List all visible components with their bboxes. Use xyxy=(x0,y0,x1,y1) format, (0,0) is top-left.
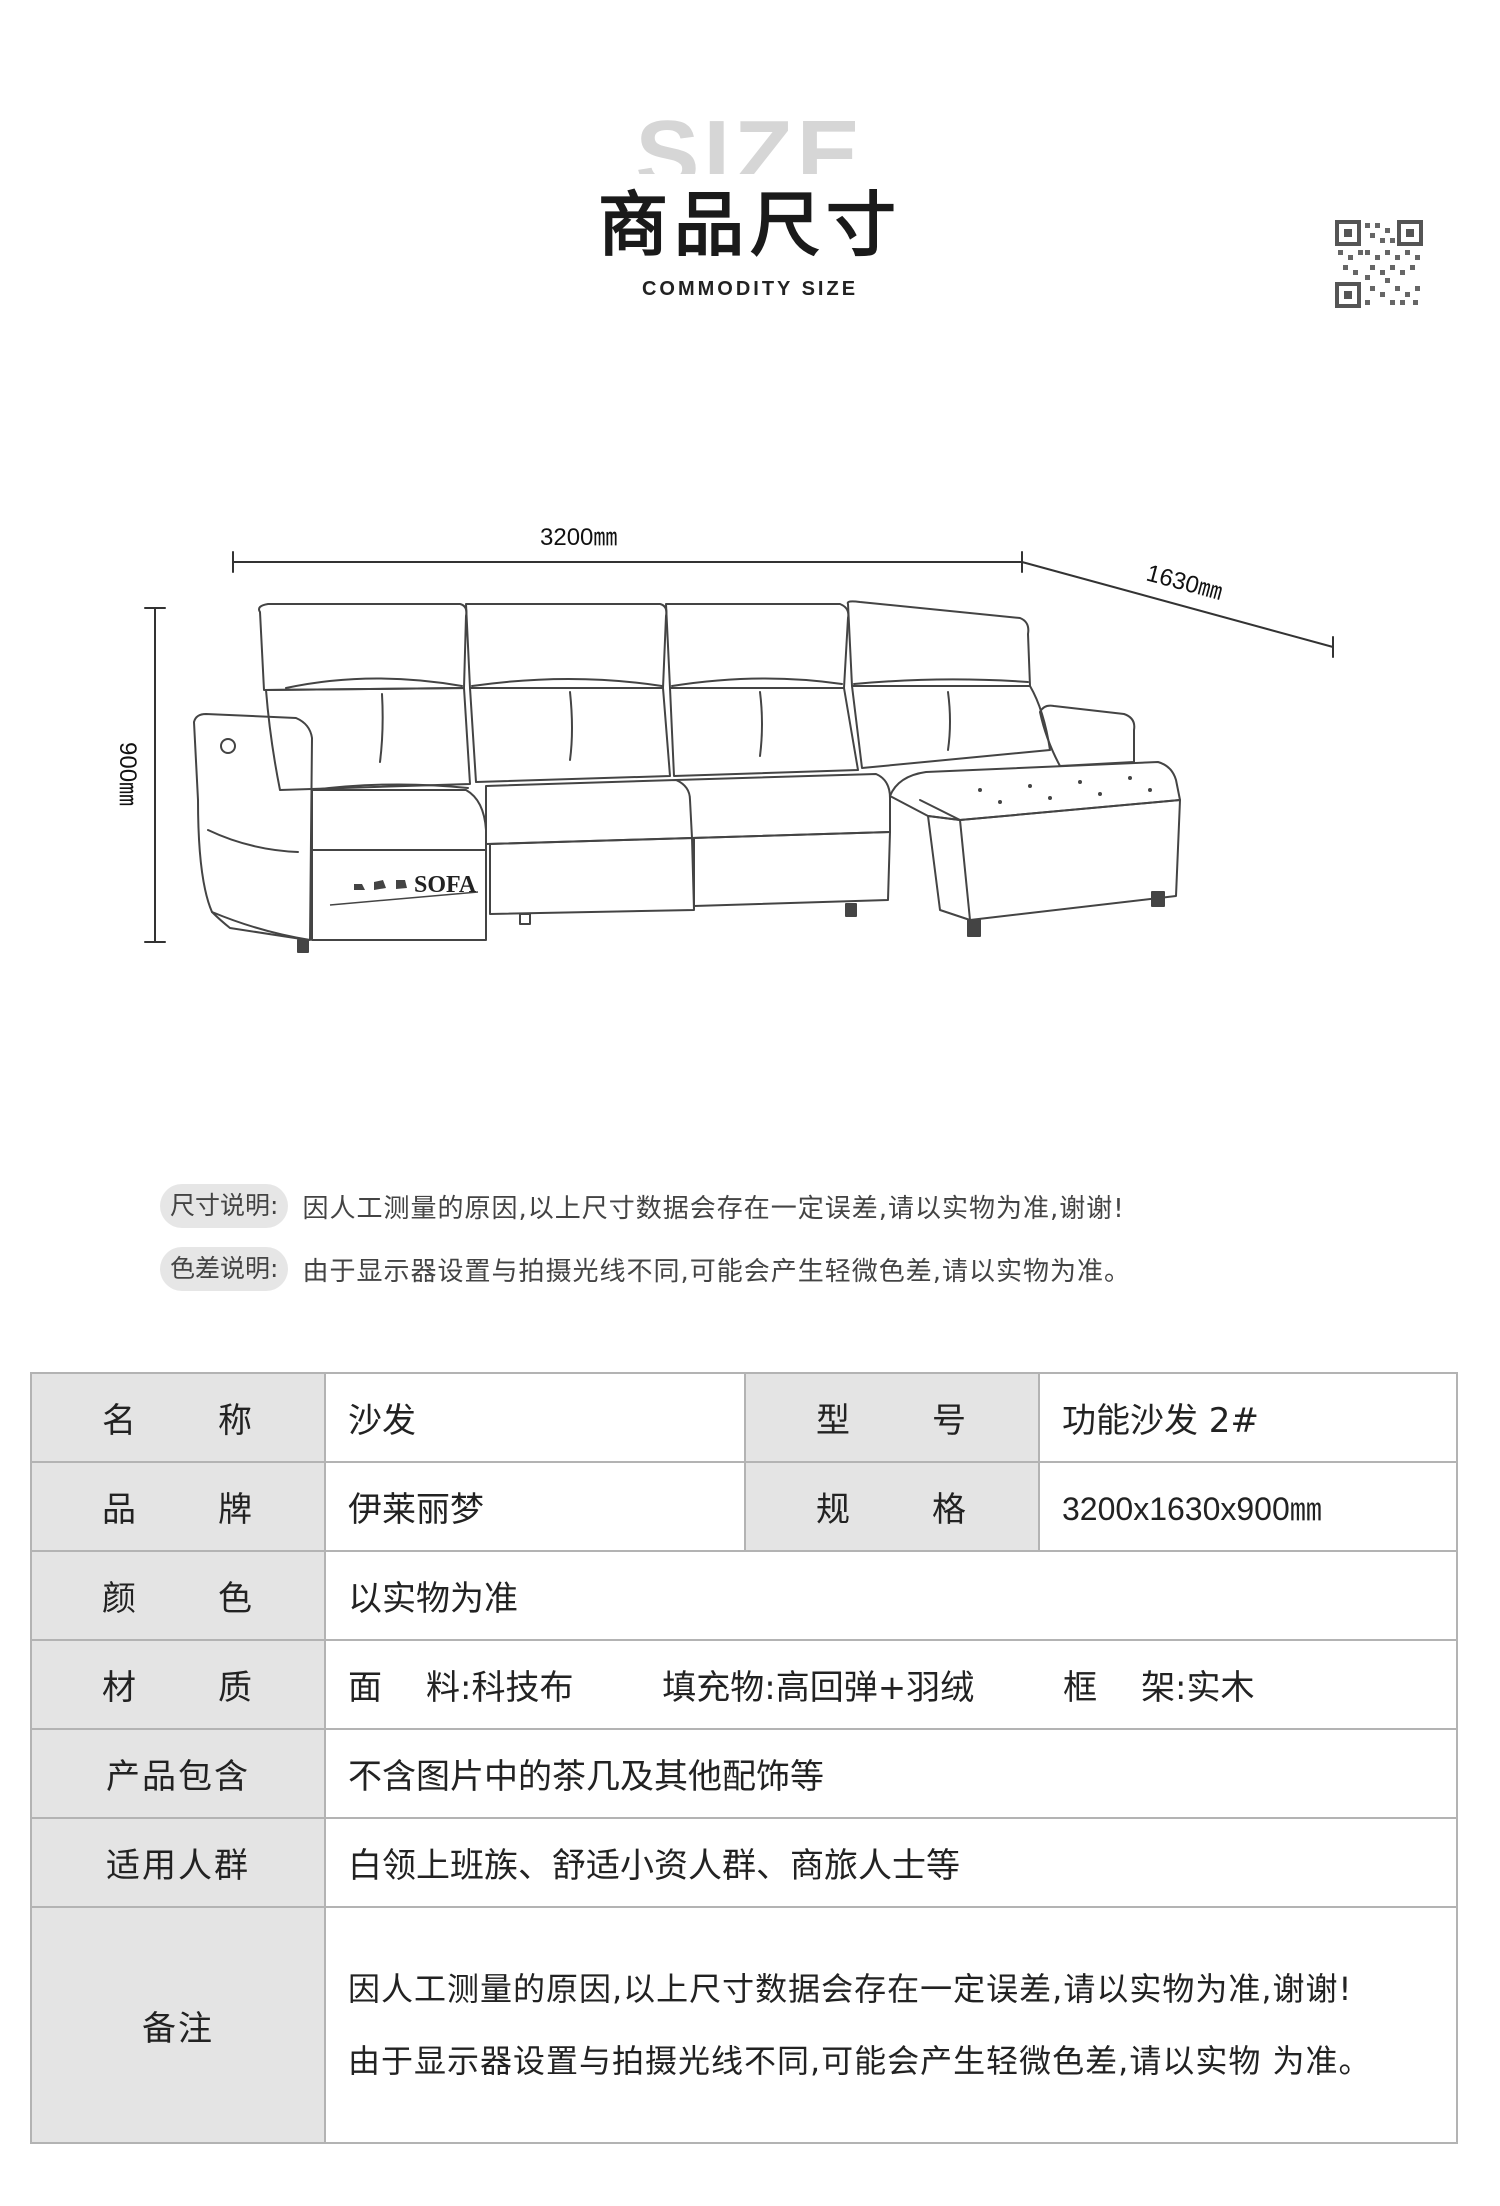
table-row: 名称 沙发 型号 功能沙发 2# xyxy=(30,1372,1458,1463)
color-note-tag: 色差说明: xyxy=(160,1247,289,1291)
table-row: 颜色 以实物为准 xyxy=(30,1550,1458,1641)
size-note-text: 因人工测量的原因,以上尺寸数据会存在一定误差,请以实物为准,谢谢! xyxy=(302,1193,1125,1224)
page-title: 商品尺寸 xyxy=(598,184,902,266)
remark-line: 由于显示器设置与拍摄光线不同,可能会产生轻微色差,请以实物 为准。 xyxy=(348,2042,1372,2080)
sofa-dimension-drawing: 3200㎜ 1630㎜ 900㎜ xyxy=(114,524,1334,953)
model-value: 功能沙发 2# xyxy=(1038,1372,1458,1463)
spec-table: 名称 沙发 型号 功能沙发 2# 品牌 伊莱丽梦 规格 3200x1630x90… xyxy=(30,1372,1458,2144)
color-note-text: 由于显示器设置与拍摄光线不同,可能会产生轻微色差,请以实物为准。 xyxy=(302,1256,1131,1287)
color-label: 颜色 xyxy=(30,1550,326,1641)
sofa-outline xyxy=(193,600,1181,953)
color-value: 以实物为准 xyxy=(324,1550,1458,1641)
table-row: 材质 面料:科技布 填充物:高回弹+羽绒 框架:实木 xyxy=(30,1639,1458,1730)
package-value: 不含图片中的茶几及其他配饰等 xyxy=(324,1728,1458,1819)
brand-label: 品牌 xyxy=(30,1461,326,1552)
material-label: 材质 xyxy=(30,1639,326,1730)
size-value: 3200x1630x900㎜ xyxy=(1038,1461,1458,1552)
qr-code-icon xyxy=(1335,220,1423,308)
depth-dimension-line xyxy=(1021,561,1334,648)
name-label: 名称 xyxy=(30,1372,326,1463)
table-row: 品牌 伊莱丽梦 规格 3200x1630x900㎜ xyxy=(30,1461,1458,1552)
brand-value: 伊莱丽梦 xyxy=(324,1461,746,1552)
material-filling: 填充物:高回弹+羽绒 xyxy=(662,1668,975,1708)
width-label: 3200㎜ xyxy=(540,524,617,551)
color-note: 色差说明: 由于显示器设置与拍摄光线不同,可能会产生轻微色差,请以实物为准。 xyxy=(160,1247,1131,1291)
remark-value: 因人工测量的原因,以上尺寸数据会存在一定误差,请以实物为准,谢谢! 由于显示器设… xyxy=(324,1906,1458,2144)
material-frame: 框架:实木 xyxy=(1063,1668,1255,1708)
table-row: 适用人群 白领上班族、舒适小资人群、商旅人士等 xyxy=(30,1817,1458,1908)
material-fabric: 面料:科技布 xyxy=(348,1668,574,1708)
page-subtitle: COMMODITY SIZE xyxy=(641,278,859,300)
sofa-badge: SOFA xyxy=(329,872,479,906)
name-value: 沙发 xyxy=(324,1372,746,1463)
audience-label: 适用人群 xyxy=(30,1817,326,1908)
table-row: 备注 因人工测量的原因,以上尺寸数据会存在一定误差,请以实物为准,谢谢! 由于显… xyxy=(30,1906,1458,2144)
audience-value: 白领上班族、舒适小资人群、商旅人士等 xyxy=(324,1817,1458,1908)
size-note-tag: 尺寸说明: xyxy=(160,1184,289,1228)
size-note: 尺寸说明: 因人工测量的原因,以上尺寸数据会存在一定误差,请以实物为准,谢谢! xyxy=(160,1184,1125,1228)
recliner-position-icon xyxy=(354,880,407,890)
svg-text:SOFA: SOFA xyxy=(414,872,477,898)
model-label: 型号 xyxy=(744,1372,1040,1463)
package-label: 产品包含 xyxy=(30,1728,326,1819)
size-watermark: SIZE xyxy=(635,101,865,174)
height-label: 900㎜ xyxy=(114,742,141,806)
remark-line: 因人工测量的原因,以上尺寸数据会存在一定误差,请以实物为准,谢谢! xyxy=(348,1970,1353,2008)
size-label: 规格 xyxy=(744,1461,1040,1552)
table-row: 产品包含 不含图片中的茶几及其他配饰等 xyxy=(30,1728,1458,1819)
remark-label: 备注 xyxy=(30,1906,326,2144)
material-value: 面料:科技布 填充物:高回弹+羽绒 框架:实木 xyxy=(324,1639,1458,1730)
